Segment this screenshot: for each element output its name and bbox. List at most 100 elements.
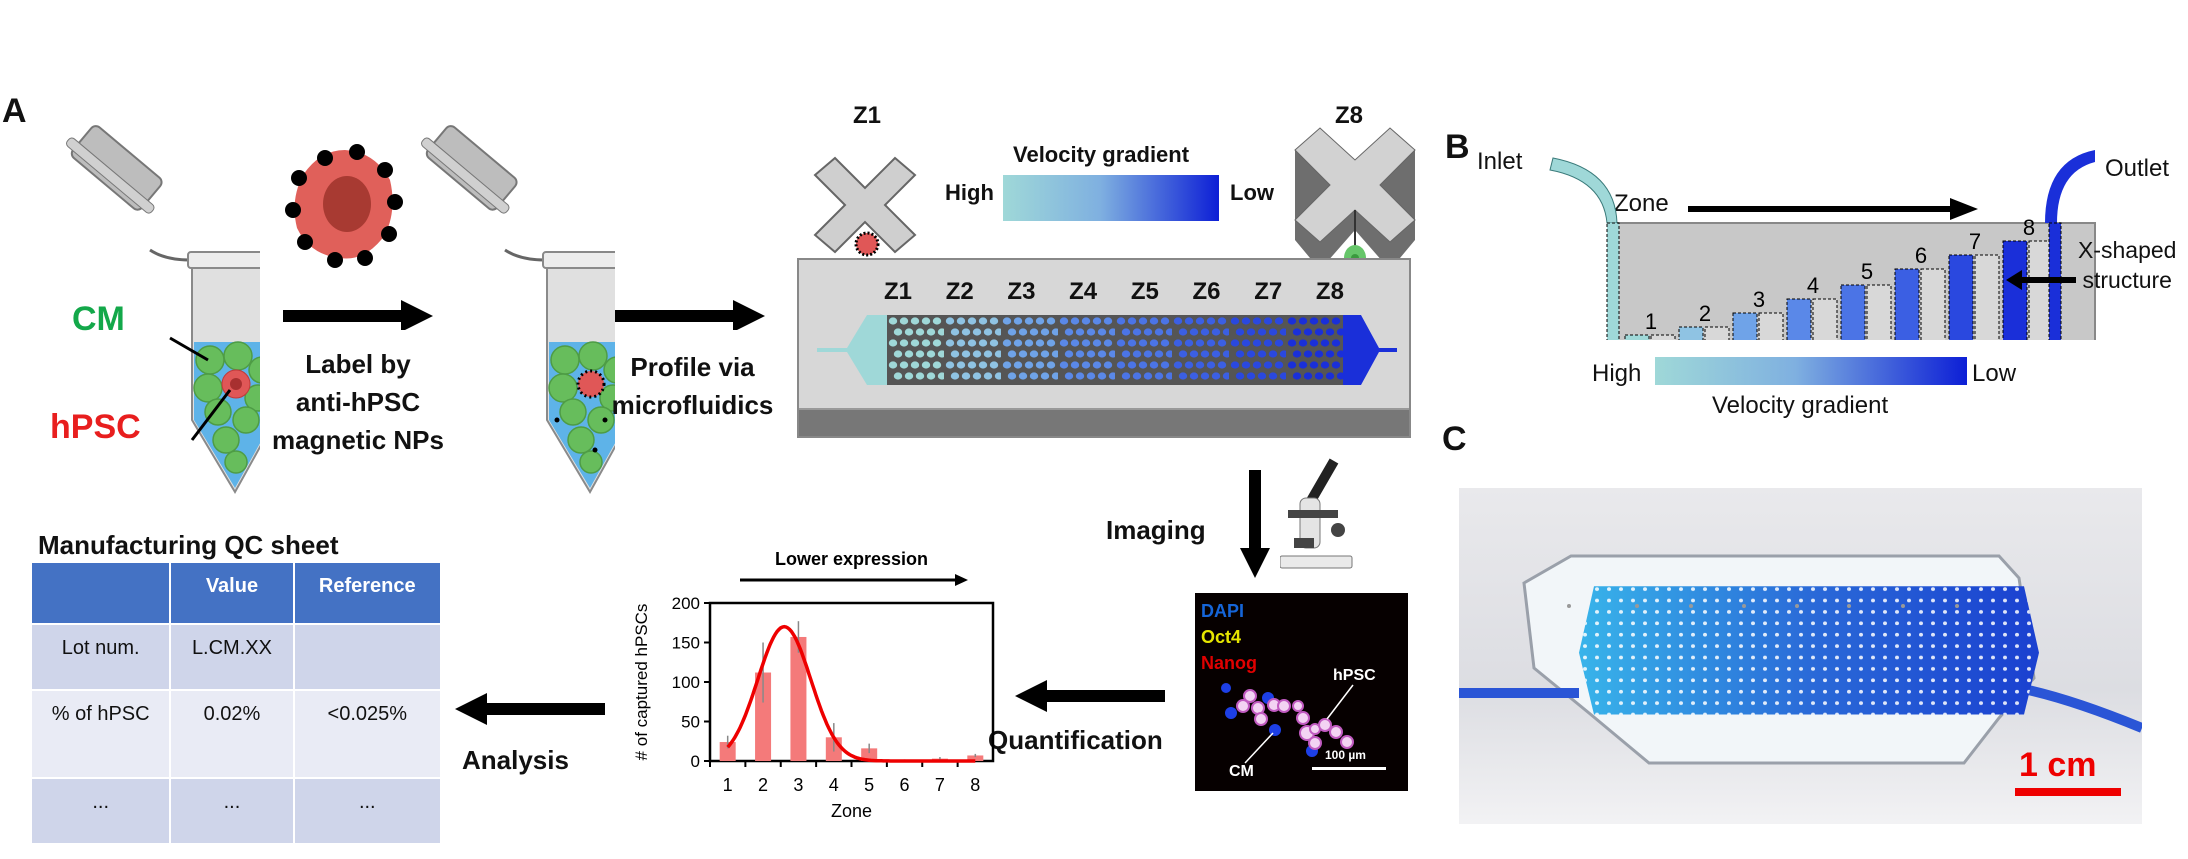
hpsc-label: hPSC bbox=[50, 408, 141, 446]
qc-row: % of hPSC 0.02% <0.025% bbox=[32, 691, 440, 777]
x-axis-label: Zone bbox=[831, 801, 872, 821]
b-velocity-low-label: Low bbox=[1972, 360, 2017, 387]
label-step-text: Label by anti-hPSC magnetic NPs bbox=[258, 345, 458, 459]
qc-cell: % of hPSC bbox=[32, 691, 170, 777]
zone-gap bbox=[1704, 326, 1730, 340]
inlet-label: Inlet bbox=[1477, 148, 1523, 175]
analysis-label: Analysis bbox=[462, 745, 569, 775]
chip-zone-3 bbox=[1001, 315, 1061, 385]
x-tick-label: 3 bbox=[793, 775, 803, 795]
chip-base bbox=[799, 408, 1409, 436]
fluor-hpsc-label: hPSC bbox=[1333, 667, 1376, 684]
zone-number: 6 bbox=[1915, 243, 1927, 268]
zone-gap bbox=[1812, 298, 1838, 340]
qc-row: ... ... ... bbox=[32, 779, 440, 843]
zone-number: 1 bbox=[1645, 309, 1657, 334]
zone-label-5: Z5 bbox=[1130, 278, 1159, 305]
qc-header-cell: Reference bbox=[294, 563, 440, 623]
x-tick-label: 6 bbox=[900, 775, 910, 795]
panel-label-a: A bbox=[2, 92, 27, 130]
arrow-right-icon bbox=[283, 300, 433, 330]
bar-zone-2 bbox=[755, 672, 772, 761]
x-tick-label: 1 bbox=[723, 775, 733, 795]
chart-title: Lower expression bbox=[775, 549, 928, 569]
zone-number: 5 bbox=[1861, 259, 1873, 284]
zone-gap bbox=[1866, 284, 1892, 340]
microscope-icon bbox=[1280, 458, 1353, 569]
y-tick-label: 200 bbox=[672, 594, 700, 613]
imaging-label: Imaging bbox=[1106, 515, 1206, 545]
chip-photo: 1 cm bbox=[1459, 488, 2142, 824]
bar-zone-5 bbox=[861, 748, 878, 761]
x-tick-label: 2 bbox=[758, 775, 768, 795]
zone-label-2: Z2 bbox=[945, 278, 974, 305]
qc-header-cell: Value bbox=[171, 563, 293, 623]
x-shaped-line-2: structure bbox=[2082, 267, 2172, 293]
x-structure-z1-icon bbox=[813, 156, 917, 257]
plot-frame bbox=[708, 601, 995, 763]
chip-zone-7 bbox=[1229, 315, 1289, 385]
x-structure-z8-icon bbox=[1294, 127, 1416, 271]
velocity-gradient-title: Velocity gradient bbox=[1013, 142, 1190, 167]
bar-zone-8 bbox=[967, 755, 984, 761]
qc-cell: 0.02% bbox=[171, 691, 293, 777]
photo-scale-label: 1 cm bbox=[2019, 746, 2097, 784]
qc-cell: L.CM.XX bbox=[171, 625, 293, 689]
zone-pillar bbox=[1786, 298, 1812, 340]
qc-cell: ... bbox=[32, 779, 170, 843]
label-step-line-3: magnetic NPs bbox=[272, 425, 444, 455]
zone-label-3: Z3 bbox=[1007, 278, 1036, 305]
zone-label-4: Z4 bbox=[1069, 278, 1098, 305]
y-tick-label: 0 bbox=[691, 752, 700, 771]
fluor-cm-label: CM bbox=[1229, 763, 1254, 780]
arrow-left-icon bbox=[2006, 270, 2076, 290]
qc-header-row: Value Reference bbox=[32, 563, 440, 623]
zone-number: 2 bbox=[1699, 301, 1711, 326]
qc-header-cell bbox=[32, 563, 170, 623]
chip-inlet bbox=[817, 315, 887, 385]
fluorescence-image: DAPI Oct4 Nanog hPSC CM 100 µm bbox=[1195, 593, 1408, 791]
chip-zone-4 bbox=[1058, 315, 1118, 385]
zone-pillar bbox=[1894, 268, 1920, 340]
arrow-right-icon bbox=[615, 300, 765, 330]
chip-channel bbox=[817, 315, 1397, 385]
scale-bar bbox=[1312, 767, 1386, 770]
oct4-label: Oct4 bbox=[1201, 627, 1242, 647]
zone-pillar bbox=[1840, 284, 1866, 340]
arrow-down-icon bbox=[1240, 470, 1270, 578]
qc-table: Value Reference Lot num. L.CM.XX % of hP… bbox=[30, 561, 442, 845]
b-velocity-title: Velocity gradient bbox=[1712, 392, 1889, 419]
qc-cell: Lot num. bbox=[32, 625, 170, 689]
velocity-gradient-bar bbox=[1003, 175, 1219, 221]
zone-pillar bbox=[1732, 312, 1758, 340]
cross-z1-label: Z1 bbox=[853, 102, 882, 129]
chip-zone-8 bbox=[1286, 315, 1346, 385]
chip-zone-2 bbox=[944, 315, 1004, 385]
scale-bar-label: 100 µm bbox=[1325, 748, 1366, 762]
zone-number: 4 bbox=[1807, 273, 1819, 298]
zone-pillar bbox=[1624, 334, 1650, 340]
qc-sheet-title: Manufacturing QC sheet bbox=[38, 530, 339, 560]
x-tick-label: 4 bbox=[829, 775, 839, 795]
velocity-low-label: Low bbox=[1230, 180, 1274, 205]
qc-row: Lot num. L.CM.XX bbox=[32, 625, 440, 689]
zone-direction-label: Zone bbox=[1614, 190, 1669, 217]
bar-zone-3 bbox=[790, 636, 807, 761]
profile-step-line-1: Profile via bbox=[630, 352, 755, 382]
zone-gap bbox=[1920, 268, 1946, 340]
label-step-line-1: Label by bbox=[305, 349, 411, 379]
x-shaped-line-1: X-shaped bbox=[2078, 237, 2177, 263]
cell-dots bbox=[1221, 683, 1354, 764]
profile-step-text: Profile via microfluidics bbox=[585, 348, 800, 424]
x-shaped-label: X-shaped structure bbox=[2078, 235, 2176, 295]
label-step-line-2: anti-hPSC bbox=[295, 387, 421, 417]
dapi-label: DAPI bbox=[1201, 601, 1245, 621]
zone-label-7: Z7 bbox=[1254, 278, 1283, 305]
tube-before-labeling bbox=[66, 125, 260, 495]
velocity-high-label: High bbox=[945, 180, 994, 205]
x-tick-label: 5 bbox=[864, 775, 874, 795]
inlet-tube bbox=[1549, 157, 1618, 224]
